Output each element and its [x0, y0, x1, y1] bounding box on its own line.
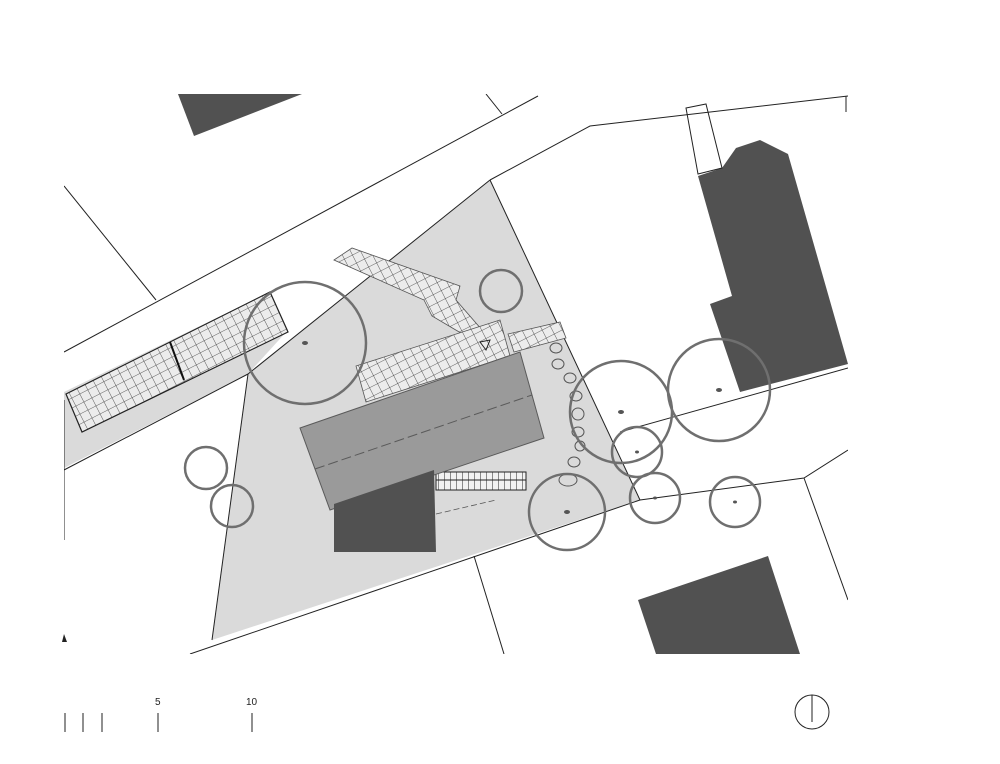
tree-canopy: [478, 268, 524, 314]
tree-canopy: [708, 475, 762, 529]
main-house-roof: [299, 351, 545, 511]
tree-canopy: [527, 472, 607, 552]
parcel-line-e: [189, 449, 848, 654]
tree-canopy: [183, 445, 229, 491]
north-arrow-icon: [794, 694, 830, 730]
entrance-marker-icon: [479, 339, 491, 352]
tree-canopy: [628, 471, 682, 525]
tree-canopy: [666, 337, 772, 443]
main-house-annex: [334, 470, 436, 552]
building-right-annex: [685, 103, 723, 175]
building-bottom-right: [638, 556, 800, 654]
parcel-line-j: [619, 367, 848, 433]
scale-bar: [64, 713, 253, 732]
parcel-line-f: [64, 185, 157, 301]
parcel-line-b: [489, 95, 848, 181]
paving-strip-divider: [169, 341, 185, 381]
scale-label-10: 10: [246, 697, 258, 708]
parcel-line-d: [211, 373, 249, 641]
parcel-line-g: [485, 94, 503, 115]
building-right: [698, 140, 848, 392]
scale-label-5: 5: [155, 697, 161, 708]
paving-steps: [435, 471, 527, 491]
tree-canopy: [242, 280, 368, 406]
roof-ridge: [314, 394, 533, 470]
road-edge-upper: [64, 95, 539, 353]
parcel-line-h: [473, 555, 505, 654]
trees: [183, 268, 772, 552]
road-edge-lower: [64, 373, 249, 471]
annex-dashed-outline: [435, 499, 497, 515]
tree-canopy: [209, 483, 255, 529]
section-marker-icon: [62, 634, 67, 642]
stepping-stones: [549, 342, 586, 487]
parcel-line-c: [489, 179, 641, 501]
parcel-line-a: [247, 179, 491, 375]
tree-canopy: [610, 425, 664, 479]
building-top-left: [178, 94, 302, 136]
paving-walkway: [507, 321, 567, 353]
parcel-line-i: [803, 477, 848, 601]
